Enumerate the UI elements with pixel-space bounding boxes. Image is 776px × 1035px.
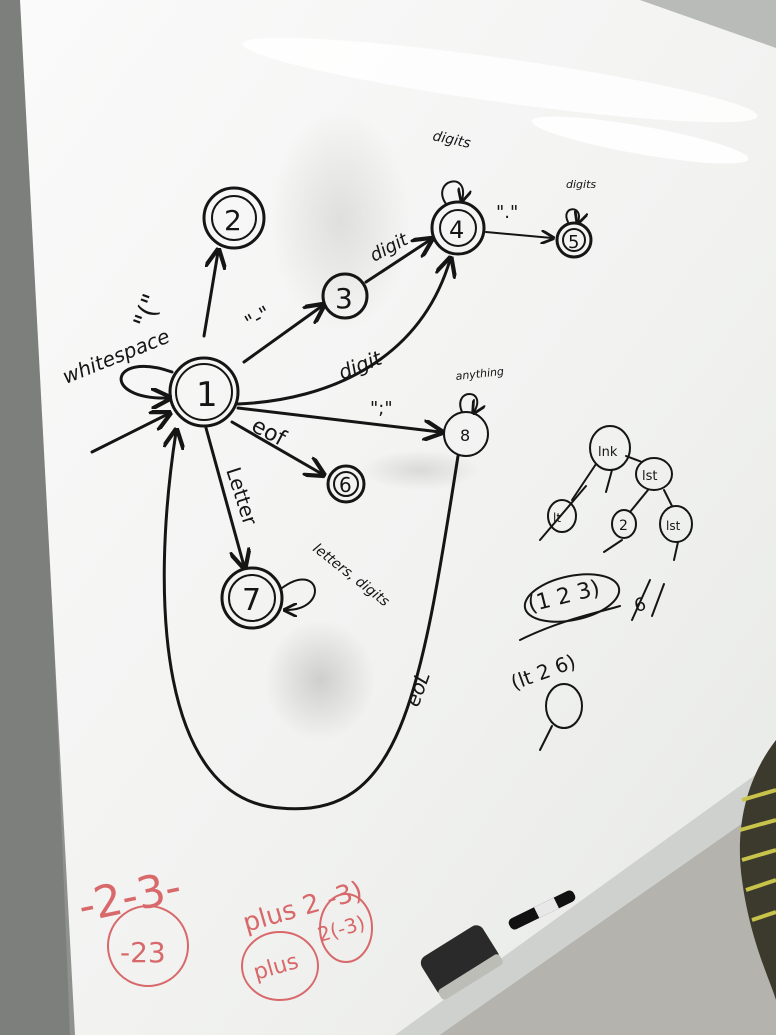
edge-1-4 xyxy=(236,260,450,406)
label-digits-5: digits xyxy=(566,178,596,191)
tree-root-label: lnk xyxy=(598,445,618,460)
label-anything: anything xyxy=(455,365,505,383)
edge-8-1-eol xyxy=(162,432,460,811)
loop-4 xyxy=(441,180,463,205)
tree-strike xyxy=(539,485,587,541)
edge-1-2 xyxy=(202,252,218,338)
edge-1-7 xyxy=(204,426,244,566)
state-8-label: 8 xyxy=(460,426,470,445)
state-4: 4 xyxy=(430,200,486,256)
tree-lst2-label: lst xyxy=(666,519,681,533)
state-6-label: 6 xyxy=(339,473,352,497)
left-frame xyxy=(0,0,70,1035)
state-7: 7 xyxy=(220,566,284,630)
state-1-label: 1 xyxy=(196,375,218,415)
edge-1-3 xyxy=(242,306,322,364)
loop-5 xyxy=(565,208,579,222)
loop-7 xyxy=(281,578,316,610)
edge-1-6 xyxy=(230,420,322,474)
state-3: 3 xyxy=(321,272,369,320)
label-digits-4: digits xyxy=(431,128,472,152)
state-3-label: 3 xyxy=(335,282,353,315)
edge-3-4 xyxy=(364,240,430,284)
person-sleeve xyxy=(739,740,776,1000)
state-4-label: 4 xyxy=(449,216,464,244)
tree-two-label: 2 xyxy=(619,518,628,534)
red-result: -23 xyxy=(120,936,166,969)
state-5-label: 5 xyxy=(568,232,579,253)
state-5: 5 xyxy=(555,221,593,259)
dry-erase-marker xyxy=(508,890,576,930)
state-7-label: 7 xyxy=(242,583,261,618)
tree-lst-label: lst xyxy=(642,469,657,484)
tree-lt-label: lt xyxy=(553,511,561,525)
state-6: 6 xyxy=(326,464,366,504)
parse-tree-sketch: lnk lst lt 2 lst 6 xyxy=(539,425,693,621)
whitespace-loop xyxy=(119,365,174,398)
loop-8 xyxy=(459,393,477,412)
state-2: 2 xyxy=(202,186,266,250)
edge-1-8 xyxy=(236,406,440,432)
label-semicolon: ";" xyxy=(370,398,393,419)
start-arrow xyxy=(90,414,168,454)
eraser xyxy=(420,925,503,1000)
label-dot: "." xyxy=(496,202,518,223)
edge-4-5 xyxy=(485,232,552,238)
state-2-label: 2 xyxy=(224,204,242,237)
